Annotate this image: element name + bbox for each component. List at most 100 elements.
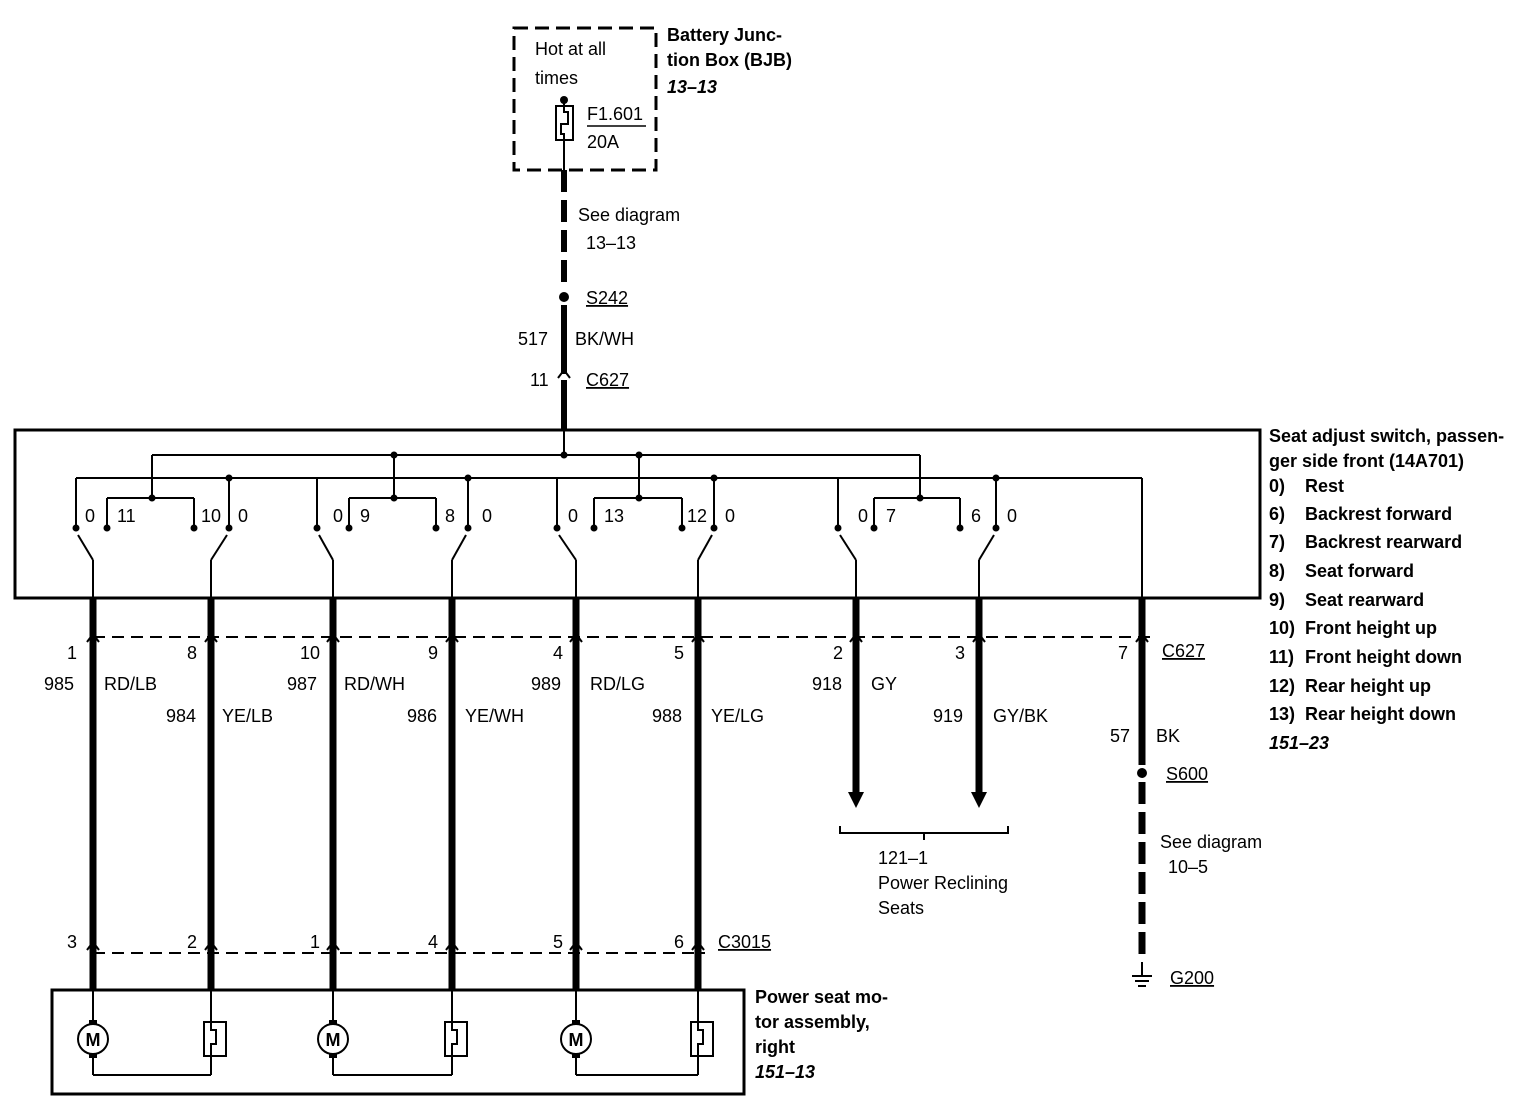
wire-pin: 2 [833, 643, 843, 663]
wire-pin: 5 [674, 643, 684, 663]
c627-label: C627 [1162, 641, 1205, 661]
legend-text: Backrest forward [1305, 504, 1452, 524]
wire-circuit: 985 [44, 674, 74, 694]
pos-label: 0 [725, 506, 735, 526]
legend-text: Front height up [1305, 618, 1437, 638]
fuse-element [560, 100, 569, 170]
pos-label: 0 [333, 506, 343, 526]
pos-label: 0 [482, 506, 492, 526]
motor-assembly-outline [50, 988, 746, 1096]
switch-junction-dots [72, 451, 1000, 532]
bjb-ref: 13–13 [667, 77, 717, 97]
motor-glyph: M [326, 1030, 341, 1050]
legend-num: 0) [1269, 476, 1285, 496]
wire-pin: 1 [67, 643, 77, 663]
switch-outline [13, 428, 1262, 600]
feed-circuit: 517 [518, 329, 548, 349]
pos-label: 6 [971, 506, 981, 526]
bjb-title-1: Battery Junc- [667, 25, 782, 45]
bjb-outline [512, 26, 658, 172]
ground-path: S600 See diagram 10–5 G200 [1132, 764, 1262, 988]
s600-splice-dot [1137, 768, 1147, 778]
recline-label-1: Power Reclining [878, 873, 1008, 893]
fuse-id: F1.601 [587, 104, 643, 124]
pos-label: 7 [886, 506, 896, 526]
feed-color: BK/WH [575, 329, 634, 349]
bjb-hot-label-1: Hot at all [535, 39, 606, 59]
ground-see-2: 10–5 [1168, 857, 1208, 877]
s600-label: S600 [1166, 764, 1208, 784]
circuit-breaker-1 [203, 1021, 227, 1057]
ground-pin: 7 [1118, 643, 1128, 663]
motor-glyph: M [569, 1030, 584, 1050]
motor-terminal [329, 1054, 337, 1058]
g200-label: G200 [1170, 968, 1214, 988]
wire-circuit: 984 [166, 706, 196, 726]
motor-terminal [89, 1054, 97, 1058]
wire-pin: 3 [955, 643, 965, 663]
ground-color: BK [1156, 726, 1180, 746]
wire-circuit: 987 [287, 674, 317, 694]
motor-pin: 4 [428, 932, 438, 952]
motor-assy-title-2: tor assembly, [755, 1012, 870, 1032]
motor-assy-title-1: Power seat mo- [755, 987, 888, 1007]
legend-text: Rest [1305, 476, 1344, 496]
pos-label: 0 [858, 506, 868, 526]
motor-1: M [77, 1020, 109, 1058]
recline-group: 121–1 Power Reclining Seats [839, 826, 1009, 918]
motor-terminal [329, 1020, 337, 1024]
motor-pin: 3 [67, 932, 77, 952]
feed-connector: C627 [586, 370, 629, 390]
motor-pin: 6 [674, 932, 684, 952]
wire-color: YE/LB [222, 706, 273, 726]
recline-ref: 121–1 [878, 848, 928, 868]
wire-pin: 9 [428, 643, 438, 663]
legend-text: Rear height down [1305, 704, 1456, 724]
ground-icon [1132, 962, 1152, 987]
wire-pin: 10 [300, 643, 320, 663]
wire-color: RD/WH [344, 674, 405, 694]
legend-num: 9) [1269, 590, 1285, 610]
wire-labels: 1 985 RD/LB 8 984 YE/LB 10 987 RD/WH 9 9… [44, 643, 1180, 746]
wire-pin: 8 [187, 643, 197, 663]
motor-terminal [89, 1020, 97, 1024]
wire-circuit: 918 [812, 674, 842, 694]
recline-bracket [839, 826, 1009, 840]
pos-label: 0 [568, 506, 578, 526]
pos-label: 12 [687, 506, 707, 526]
harness-wires [89, 598, 1146, 990]
legend-num: 10) [1269, 618, 1295, 638]
legend-num: 8) [1269, 561, 1285, 581]
switch-position-labels: 0 11 10 0 0 9 8 0 0 13 12 0 0 7 6 0 [85, 506, 1017, 526]
wire-color: YE/WH [465, 706, 524, 726]
bjb-title-2: tion Box (BJB) [667, 50, 792, 70]
circuit-breaker-2 [444, 1021, 468, 1057]
breaker-element [451, 1022, 458, 1056]
motor-terminal [572, 1020, 580, 1024]
c3015-pin-marks [86, 940, 705, 951]
motor-glyph: M [86, 1030, 101, 1050]
feed-see-2: 13–13 [586, 233, 636, 253]
motor-assy-title-3: right [755, 1037, 795, 1057]
wire-918-arrow-icon [848, 792, 864, 808]
legend-num: 11) [1269, 647, 1294, 667]
wire-circuit: 986 [407, 706, 437, 726]
legend-text: Seat rearward [1305, 590, 1424, 610]
wire-circuit: 919 [933, 706, 963, 726]
legend-num: 12) [1269, 676, 1295, 696]
legend-text: Seat forward [1305, 561, 1414, 581]
feed-see-1: See diagram [578, 205, 680, 225]
switch-internal-bus [75, 430, 1143, 598]
pos-label: 0 [1007, 506, 1017, 526]
legend-text: Front height down [1305, 647, 1462, 667]
wire-color: GY [871, 674, 897, 694]
feed-wire: See diagram 13–13 S242 517 BK/WH 11 C627 [518, 170, 680, 430]
wire-color: GY/BK [993, 706, 1048, 726]
wire-color: RD/LG [590, 674, 645, 694]
motor-2: M [317, 1020, 349, 1058]
motor-terminal [572, 1054, 580, 1058]
legend-num: 13) [1269, 704, 1295, 724]
fuse-amp: 20A [587, 132, 619, 152]
legend-text: Backrest rearward [1305, 532, 1462, 552]
